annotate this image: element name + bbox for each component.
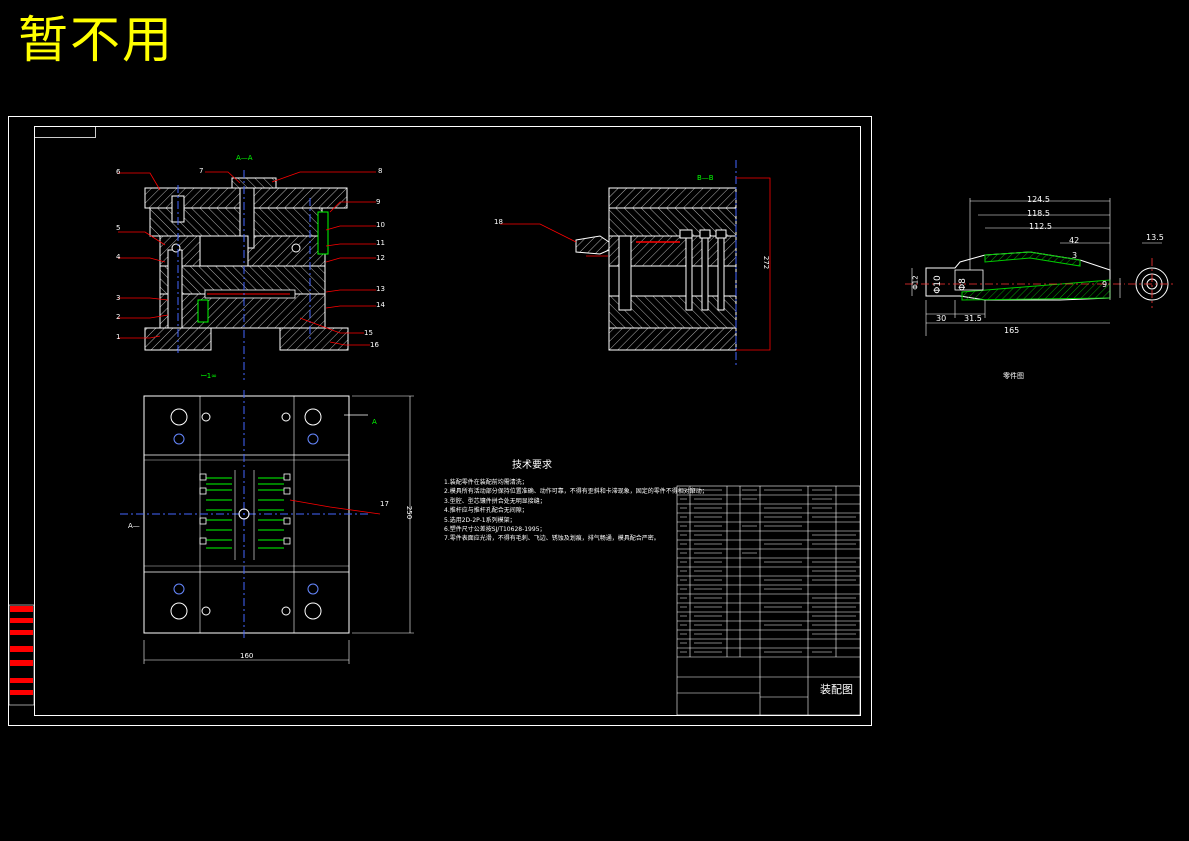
dim-part-d4: 42 (1069, 236, 1080, 245)
dim-part-d13: 3 (1072, 251, 1078, 260)
callout-12: 12 (376, 254, 385, 262)
dim-part-d5: 30 (936, 314, 947, 323)
tech-item: 4.推杆应与推杆孔配合无间隙； (444, 507, 528, 515)
sheet-code-box (34, 126, 96, 138)
callout-7: 7 (199, 167, 204, 175)
tech-item: 7.零件表面应光滑，不得有毛刺、飞边、锈蚀及划痕，排气畅通，模具配合严密。 (444, 535, 660, 543)
dim-side-height: 272 (762, 255, 771, 270)
tech-item: 3.型腔、型芯镶件拼合处无明显接缝； (444, 497, 546, 505)
callout-2: 2 (116, 313, 121, 321)
section-label-bb: B—B (697, 174, 714, 182)
callout-13: 13 (376, 285, 385, 293)
dim-part-d7: 165 (1004, 326, 1020, 335)
dim-plan-width: 160 (240, 652, 254, 660)
dim-part-d10: Φ12 (911, 275, 920, 290)
callout-15: 15 (364, 329, 373, 337)
callout-8: 8 (378, 167, 383, 175)
dim-plan-height: 250 (405, 505, 414, 520)
part-drawing-label: 零件图 (1003, 372, 1024, 380)
callout-6: 6 (116, 168, 121, 176)
dim-part-d12: Φ8 (957, 278, 968, 291)
section-view-bb (500, 160, 771, 365)
tech-item: 1.装配零件在装配前均需清洗； (444, 479, 528, 486)
callout-16: 16 (370, 341, 379, 349)
section-view-aa (144, 170, 349, 380)
section-mark-a-left: A— (128, 522, 140, 530)
section-mark-a-right: A (372, 418, 377, 426)
dim-part-d9: 9 (1102, 280, 1108, 289)
plan-view (120, 390, 414, 664)
banner-title: 暂不用 (18, 11, 174, 69)
sheet-outer-frame (8, 116, 872, 726)
dim-part-d6: 31.5 (964, 314, 982, 323)
tech-requirements-title: 技术要求 (512, 460, 552, 471)
binding-stamp (8, 604, 35, 706)
dim-part-d2: 118.5 (1027, 209, 1050, 218)
dim-part-d8: 13.5 (1146, 233, 1164, 242)
callout-3: 3 (116, 294, 121, 302)
sheet-inner-frame (34, 126, 861, 716)
callout-17: 17 (380, 500, 389, 508)
tech-item: 6.塑件尺寸公差按SJ/T10628-1995； (444, 526, 546, 534)
dim-part-d11: Φ10 (932, 275, 943, 294)
tech-item: 5.选用2D-2P-1系列模架； (444, 516, 516, 524)
callout-4: 4 (116, 253, 121, 261)
callout-11: 11 (376, 239, 385, 247)
view-mark: ꟷ1∞ (201, 372, 217, 380)
bom-table (676, 485, 861, 716)
dim-part-d3: 112.5 (1029, 222, 1052, 231)
callout-14: 14 (376, 301, 385, 309)
title-block-name: 装配图 (820, 683, 853, 696)
callout-10: 10 (376, 221, 385, 229)
callout-18: 18 (494, 218, 503, 226)
tech-item: 2.模具所有活动部分保持位置准确、动作可靠，不得有歪斜和卡滞现象，固定的零件不得… (444, 488, 708, 496)
leaders-aa (118, 171, 376, 346)
callout-1: 1 (116, 333, 121, 341)
callout-5: 5 (116, 224, 121, 232)
bom-table-text (680, 489, 856, 653)
dim-part-d1: 124.5 (1027, 195, 1050, 204)
section-label-aa: A—A (236, 154, 253, 162)
part-drawing (905, 198, 1176, 336)
tech-requirements-list: 1.装配零件在装配前均需清洗； 2.模具所有活动部分保持位置准确、动作可靠，不得… (444, 478, 708, 544)
callout-9: 9 (376, 198, 381, 206)
